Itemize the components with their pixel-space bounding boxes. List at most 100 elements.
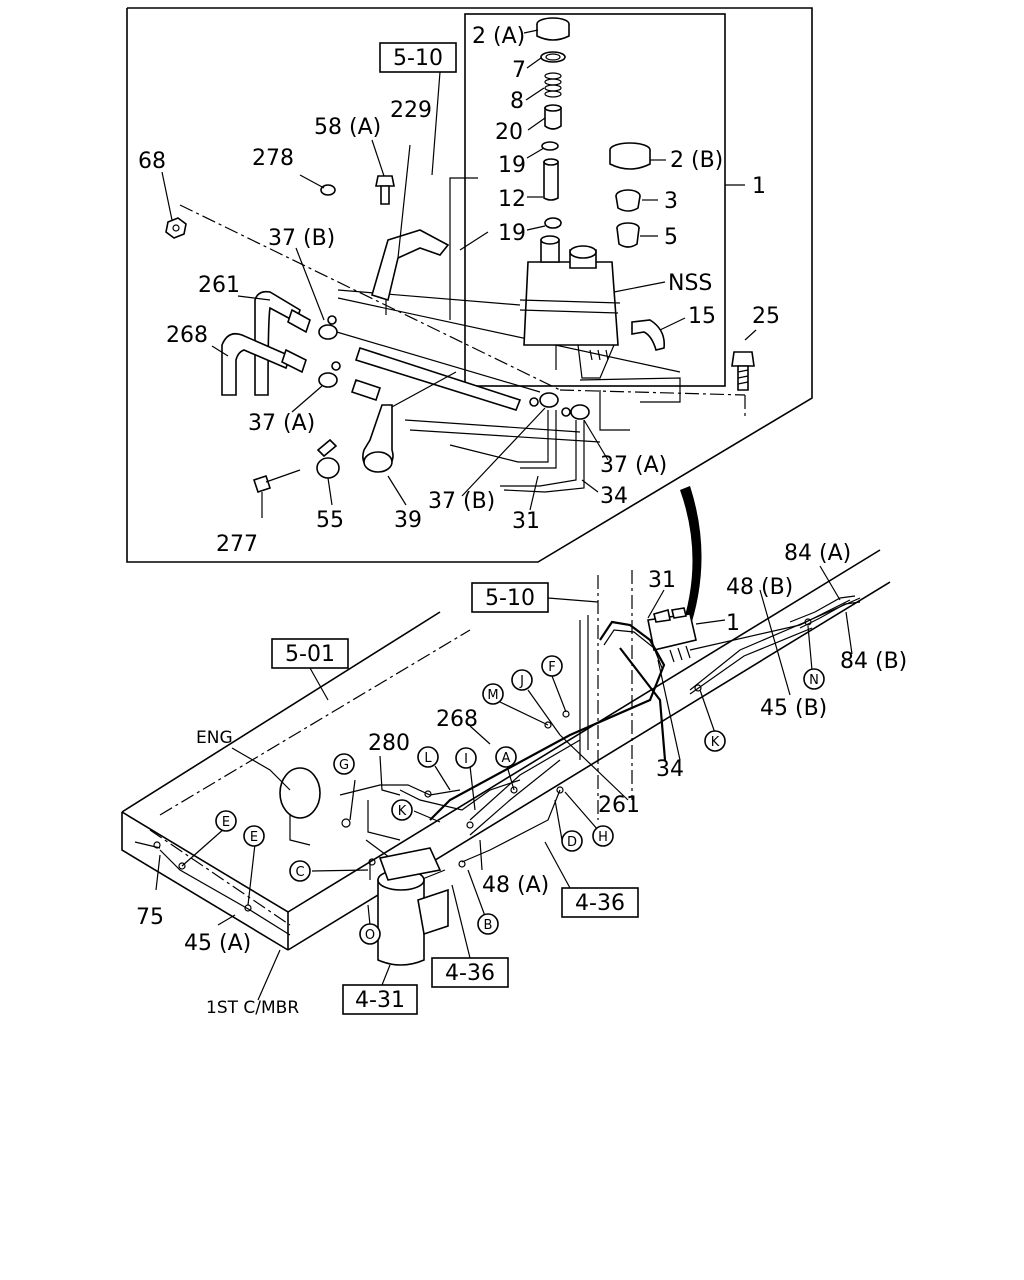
callout-h: H — [592, 825, 614, 847]
label-7: 7 — [512, 58, 526, 83]
label-268-main: 268 — [436, 707, 478, 732]
label-37b-bottom: 37 (B) — [428, 489, 495, 514]
svg-text:K: K — [398, 804, 407, 819]
ref-box-4-31: 4-31 — [342, 984, 418, 1015]
callout-i: I — [455, 747, 477, 769]
label-268-inset: 268 — [166, 323, 208, 348]
detail-arrow — [680, 486, 702, 634]
main-leaders — [155, 565, 853, 1001]
nut-68 — [165, 217, 187, 239]
callout-b: B — [477, 913, 499, 935]
bolt-58a — [375, 175, 395, 205]
label-31-inset: 31 — [512, 509, 540, 534]
label-15: 15 — [688, 304, 716, 329]
label-eng: ENG — [196, 728, 233, 748]
pipes-inset — [350, 346, 585, 493]
svg-text:K: K — [711, 735, 720, 750]
callout-e-right: E — [243, 825, 265, 847]
callout-o: O — [359, 923, 381, 945]
ref-box-5-10-inset: 5-10 — [379, 42, 457, 73]
fittings — [153, 618, 812, 912]
label-1-main: 1 — [726, 611, 740, 636]
callout-n: N — [803, 668, 825, 690]
clamp-55 — [316, 438, 340, 479]
svg-text:E: E — [222, 815, 230, 830]
svg-text:5-10: 5-10 — [485, 586, 535, 611]
label-229: 229 — [390, 98, 432, 123]
clamp-37b-top — [318, 315, 338, 340]
label-1-inset: 1 — [752, 174, 766, 199]
cap-5 — [616, 222, 640, 248]
callout-l: L — [417, 746, 439, 768]
bracket-229 — [371, 144, 450, 302]
clamp-15 — [631, 319, 666, 351]
label-3: 3 — [664, 189, 678, 214]
pipe-12 — [543, 158, 559, 201]
cap-2b — [609, 142, 651, 170]
label-75: 75 — [136, 905, 164, 930]
bolt-25 — [731, 351, 755, 391]
washer-19-top — [541, 141, 559, 151]
svg-text:N: N — [809, 673, 819, 688]
svg-text:5-10: 5-10 — [393, 46, 443, 71]
label-31-main: 31 — [648, 568, 676, 593]
svg-text:I: I — [464, 752, 468, 767]
bracket-39 — [362, 404, 394, 473]
label-45a: 45 (A) — [184, 931, 251, 956]
label-37b-top: 37 (B) — [268, 226, 335, 251]
label-2a: 2 (A) — [472, 24, 525, 49]
svg-text:J: J — [519, 674, 524, 689]
label-277: 277 — [216, 532, 258, 557]
label-5: 5 — [664, 225, 678, 250]
frame-outline-inset — [179, 177, 746, 443]
svg-text:O: O — [365, 928, 375, 943]
washer-19-bottom — [544, 217, 562, 229]
reservoir-tank-main — [647, 607, 697, 663]
callout-f: F — [541, 655, 563, 677]
clamp-37b-bottom — [529, 392, 559, 408]
svg-text:M: M — [487, 688, 498, 703]
seal-3 — [615, 189, 641, 212]
clamp-37a-right — [561, 404, 590, 420]
label-34-inset: 34 — [600, 484, 628, 509]
washer-278 — [320, 184, 336, 196]
svg-text:B: B — [484, 918, 493, 933]
callout-k-right: K — [704, 730, 726, 752]
clamp-37a-left — [318, 361, 341, 388]
ref-box-5-10-main: 5-10 — [471, 582, 549, 613]
label-19-bottom: 19 — [498, 221, 526, 246]
label-84b: 84 (B) — [840, 649, 907, 674]
ref-box-5-01: 5-01 — [271, 638, 349, 669]
main-labels: 31 48 (B) 84 (A) 1 84 (B) 45 (B) 34 261 … — [136, 541, 907, 1018]
spring-8 — [544, 72, 562, 98]
circle-callouts: F J M A L I G K K H D C E E B O N — [215, 655, 825, 945]
label-37a-left: 37 (A) — [248, 411, 315, 436]
tank-detail-box — [464, 13, 726, 387]
label-1st-cmbr: 1ST C/MBR — [206, 998, 299, 1018]
svg-text:H: H — [598, 830, 608, 845]
svg-text:4-36: 4-36 — [575, 891, 625, 916]
label-261-main: 261 — [598, 793, 640, 818]
label-84a: 84 (A) — [784, 541, 851, 566]
label-261-inset: 261 — [198, 273, 240, 298]
label-2b: 2 (B) — [670, 148, 723, 173]
callout-m: M — [482, 683, 504, 705]
svg-text:4-36: 4-36 — [445, 961, 495, 986]
cab-mount-post — [579, 570, 633, 820]
callout-g: G — [333, 753, 355, 775]
label-34-main: 34 — [656, 757, 684, 782]
label-55: 55 — [316, 508, 344, 533]
label-25: 25 — [752, 304, 780, 329]
label-58a: 58 (A) — [314, 115, 381, 140]
label-280: 280 — [368, 731, 410, 756]
label-39: 39 — [394, 508, 422, 533]
svg-text:E: E — [250, 830, 258, 845]
svg-text:D: D — [567, 835, 577, 850]
callout-a: A — [495, 746, 517, 768]
label-12: 12 — [498, 187, 526, 212]
svg-text:C: C — [295, 865, 304, 880]
ref-box-4-36-a: 4-36 — [561, 887, 639, 918]
callout-k-left: K — [391, 799, 413, 821]
svg-text:4-31: 4-31 — [355, 988, 405, 1013]
hose-261 — [254, 290, 311, 396]
